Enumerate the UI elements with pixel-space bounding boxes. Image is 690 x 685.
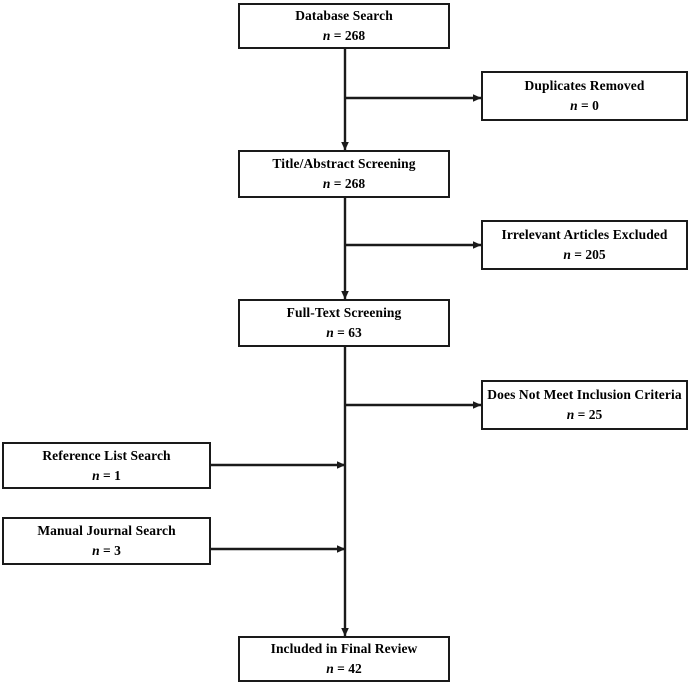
node-included-in-final-review: Included in Final Review n = 42 bbox=[238, 636, 450, 682]
node-count: n = 268 bbox=[323, 28, 365, 44]
node-count: n = 42 bbox=[326, 661, 361, 677]
node-count-equals: = bbox=[337, 325, 345, 340]
node-reference-list-search: Reference List Search n = 1 bbox=[2, 442, 211, 489]
node-count-symbol: n bbox=[326, 661, 334, 676]
node-label: Title/Abstract Screening bbox=[272, 156, 416, 172]
node-database-search: Database Search n = 268 bbox=[238, 3, 450, 49]
node-label: Database Search bbox=[295, 8, 393, 24]
node-full-text-screening: Full-Text Screening n = 63 bbox=[238, 299, 450, 347]
node-count-symbol: n bbox=[326, 325, 334, 340]
node-duplicates-removed: Duplicates Removed n = 0 bbox=[481, 71, 688, 121]
node-label: Full-Text Screening bbox=[286, 305, 402, 321]
node-count-value: 3 bbox=[114, 543, 121, 558]
node-irrelevant-articles-excluded: Irrelevant Articles Excluded n = 205 bbox=[481, 220, 688, 270]
node-count: n = 63 bbox=[326, 325, 361, 341]
node-count: n = 25 bbox=[567, 407, 602, 423]
node-manual-journal-search: Manual Journal Search n = 3 bbox=[2, 517, 211, 565]
node-count-equals: = bbox=[337, 661, 345, 676]
node-count-symbol: n bbox=[92, 467, 100, 483]
node-count-equals: = bbox=[103, 543, 111, 558]
node-count-symbol: n bbox=[570, 98, 578, 113]
node-label: Included in Final Review bbox=[270, 641, 418, 657]
node-count-value: 1 bbox=[114, 467, 121, 483]
node-count-value: 25 bbox=[588, 407, 603, 422]
node-label: Duplicates Removed bbox=[524, 78, 645, 94]
node-count: n = 3 bbox=[92, 543, 121, 559]
node-count-value: 205 bbox=[585, 247, 606, 262]
node-count: n = 1 bbox=[92, 468, 121, 484]
node-count-equals: = bbox=[574, 247, 582, 262]
node-count-equals: = bbox=[333, 28, 342, 43]
node-count-value: 63 bbox=[348, 325, 362, 340]
node-count-symbol: n bbox=[563, 247, 571, 262]
node-count-symbol: n bbox=[322, 176, 331, 191]
node-count: n = 205 bbox=[563, 247, 605, 263]
node-count-value: 42 bbox=[348, 661, 362, 676]
node-label: Manual Journal Search bbox=[37, 523, 176, 539]
node-count-symbol: n bbox=[92, 543, 100, 558]
node-count-equals: = bbox=[581, 98, 589, 113]
node-count-value: 268 bbox=[344, 176, 366, 191]
node-count-equals: = bbox=[333, 176, 342, 191]
node-does-not-meet-inclusion-criteria: Does Not Meet Inclusion Criteria n = 25 bbox=[481, 380, 688, 430]
connectors-group bbox=[211, 49, 482, 637]
node-count-value: 0 bbox=[592, 98, 599, 113]
node-label: Reference List Search bbox=[42, 447, 171, 463]
node-count: n = 0 bbox=[570, 98, 599, 114]
node-count: n = 268 bbox=[323, 176, 365, 192]
node-count-equals: = bbox=[577, 407, 586, 422]
node-label: Irrelevant Articles Excluded bbox=[501, 227, 668, 243]
node-count-symbol: n bbox=[322, 28, 331, 43]
node-count-equals: = bbox=[103, 467, 111, 483]
node-count-value: 268 bbox=[344, 28, 366, 43]
node-count-symbol: n bbox=[566, 407, 575, 422]
node-label: Does Not Meet Inclusion Criteria bbox=[487, 387, 682, 403]
node-title-abstract-screening: Title/Abstract Screening n = 268 bbox=[238, 150, 450, 198]
